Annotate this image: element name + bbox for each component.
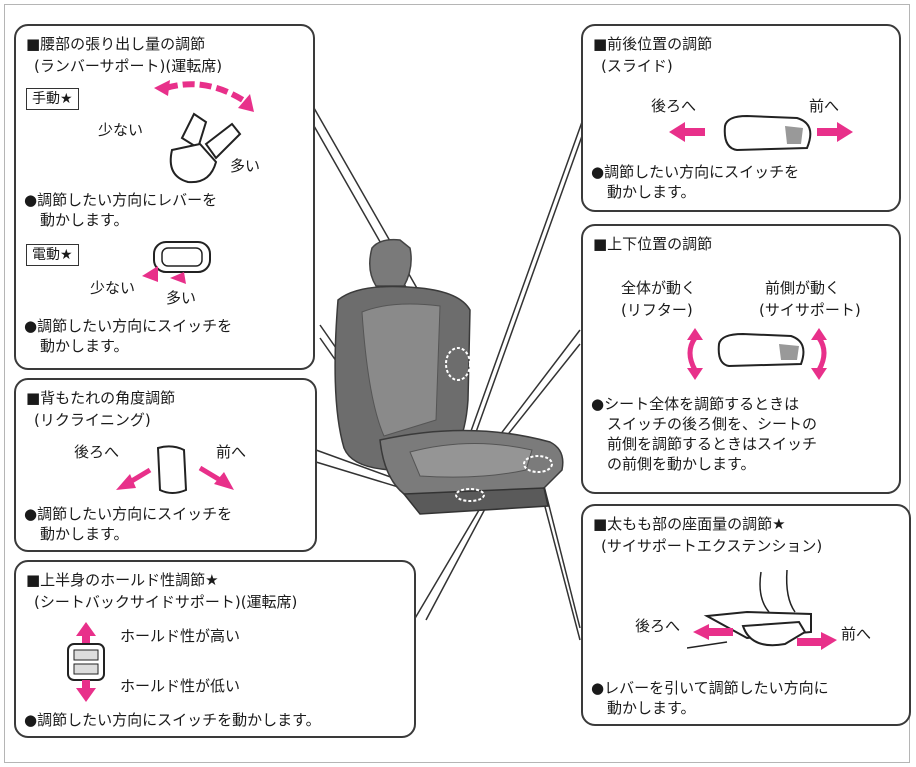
slide-subtitle: (スライド) [601,57,673,75]
thigh-extension-panel: ■太もも部の座面量の調節★ (サイサポートエクステンション) 後ろへ 前へ ●レ… [581,504,911,726]
slide-switch-icon [669,114,853,152]
side-support-desc: ●調節したい方向にスイッチを動かします。 [24,711,321,729]
lumbar-support-panel: ■腰部の張り出し量の調節 (ランバーサポート)(運転席) 手動★ 少ない 多い … [14,24,315,370]
lumbar-subtitle: (ランバーサポート)(運転席) [34,57,223,75]
recline-title: ■背もたれの角度調節 [26,389,176,407]
side-support-high-label: ホールド性が高い [120,627,241,645]
slide-desc-2: 動かします。 [607,183,696,201]
height-desc-2: スイッチの後ろ側を、シートの [607,415,818,433]
power-desc-1: ●調節したい方向にスイッチを [24,317,233,335]
lumbar-switch-icon [142,241,211,284]
slide-back-label: 後ろへ [651,97,697,115]
recline-back-label: 後ろへ [74,443,120,461]
slide-title: ■前後位置の調節 [593,35,713,53]
recline-desc-1: ●調節したい方向にスイッチを [24,505,233,523]
height-panel: ■上下位置の調節 全体が動く (リフター) 前側が動く (サイサポート) ●シー… [581,224,901,494]
side-support-low-label: ホールド性が低い [120,677,241,695]
manual-more-label: 多い [230,157,261,175]
lifter-label-1: 全体が動く [621,279,697,297]
recline-front-label: 前へ [216,443,247,461]
thigh-support-label-2: (サイサポート) [759,301,861,319]
side-support-subtitle: (シートバックサイドサポート)(運転席) [34,593,298,611]
height-desc-3: 前側を調節するときはスイッチ [607,435,818,453]
thigh-ext-back-label: 後ろへ [635,617,681,635]
side-support-switch-icon [67,622,105,702]
lifter-label-2: (リフター) [621,301,693,319]
thigh-ext-desc-2: 動かします。 [607,699,696,717]
lumbar-lever-icon [154,80,254,184]
page-frame [4,4,910,763]
power-more-label: 多い [166,289,197,307]
power-desc-2: 動かします。 [40,337,129,355]
recline-desc-2: 動かします。 [40,525,129,543]
power-tag: 電動★ [26,244,79,266]
thigh-ext-front-label: 前へ [841,625,872,643]
thigh-support-label-1: 前側が動く [765,279,841,297]
manual-desc-1: ●調節したい方向にレバーを [24,191,218,209]
manual-desc-2: 動かします。 [40,211,129,229]
side-support-title: ■上半身のホールド性調節★ [26,571,219,589]
recline-subtitle: (リクライニング) [34,411,151,429]
power-less-label: 少ない [90,279,136,297]
height-desc-4: の前側を動かします。 [607,455,756,473]
lumbar-title: ■腰部の張り出し量の調節 [26,35,206,53]
recline-panel: ■背もたれの角度調節 (リクライニング) 後ろへ 前へ ●調節したい方向にスイッ… [14,378,317,552]
manual-less-label: 少ない [98,121,144,139]
manual-tag: 手動★ [26,88,79,110]
height-title: ■上下位置の調節 [593,235,713,253]
car-seat-icon [334,238,564,515]
slide-desc-1: ●調節したい方向にスイッチを [591,163,800,181]
thigh-ext-subtitle: (サイサポートエクステンション) [601,537,823,555]
thigh-ext-desc-1: ●レバーを引いて調節したい方向に [591,679,829,697]
slide-front-label: 前へ [809,97,840,115]
height-switch-icon [687,328,827,380]
thigh-lever-icon [687,569,837,650]
height-desc-1: ●シート全体を調節するときは [591,395,800,413]
recline-switch-icon [116,445,234,494]
thigh-ext-title: ■太もも部の座面量の調節★ [593,515,786,533]
side-support-panel: ■上半身のホールド性調節★ (シートバックサイドサポート)(運転席) ホールド性… [14,560,416,738]
slide-panel: ■前後位置の調節 (スライド) 後ろへ 前へ ●調節したい方向にスイッチを 動か… [581,24,901,212]
